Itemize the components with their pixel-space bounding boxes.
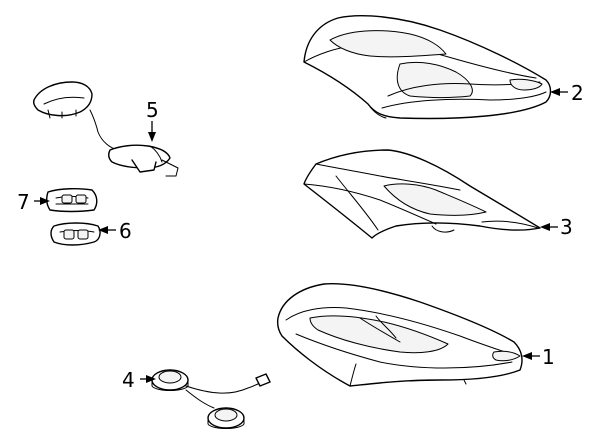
callout-3: 3 bbox=[560, 215, 573, 239]
part-seat-pad bbox=[303, 149, 541, 239]
leader-3 bbox=[540, 223, 558, 231]
part-seat-cover bbox=[303, 15, 552, 120]
callout-5: 5 bbox=[146, 98, 159, 122]
part-sensor-harness bbox=[151, 369, 271, 429]
leader-4 bbox=[140, 375, 156, 383]
part-seat-frame bbox=[276, 282, 523, 387]
leader-7 bbox=[34, 197, 50, 205]
leader-1 bbox=[522, 352, 540, 360]
callout-4: 4 bbox=[122, 368, 135, 392]
part-switch-assembly bbox=[32, 81, 179, 177]
leader-5 bbox=[148, 121, 156, 142]
callout-7: 7 bbox=[17, 190, 30, 214]
callout-6: 6 bbox=[119, 219, 132, 243]
callout-2: 2 bbox=[571, 81, 584, 105]
part-bezel-7 bbox=[45, 187, 98, 213]
callout-1: 1 bbox=[542, 345, 555, 369]
part-bezel-6 bbox=[50, 222, 101, 246]
leader-2 bbox=[550, 88, 568, 96]
leader-6 bbox=[98, 226, 116, 234]
